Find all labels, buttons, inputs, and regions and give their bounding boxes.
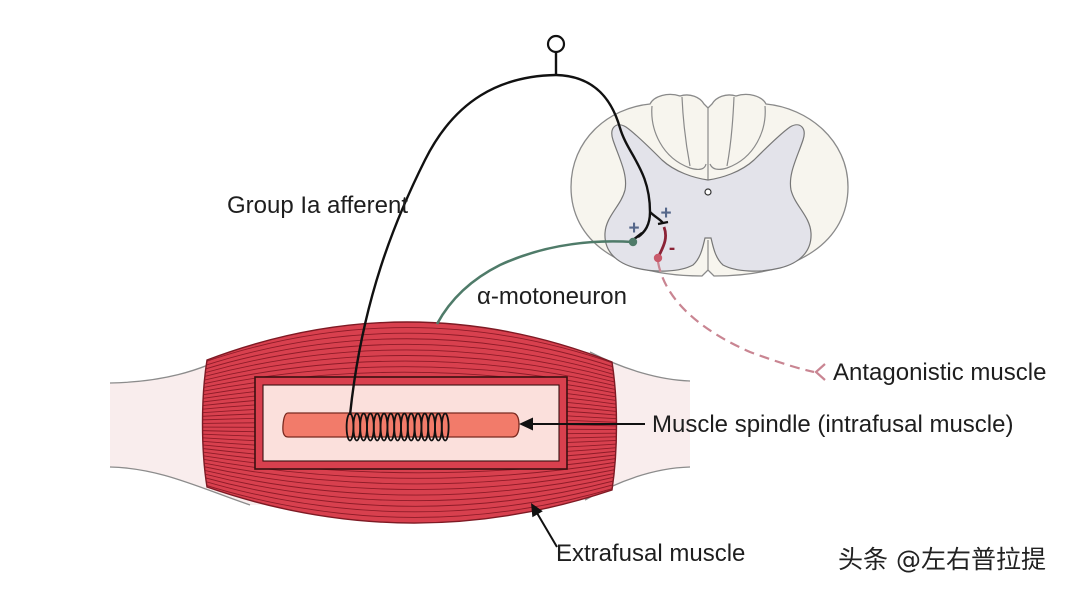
afferent-fiber-central: [555, 73, 652, 213]
dorsal-column-right: [709, 105, 766, 170]
excitatory-sign-motoneuron: +: [628, 218, 639, 239]
gray-matter: [604, 124, 812, 272]
label-muscle-spindle: Muscle spindle (intrafusal muscle): [652, 411, 1013, 438]
muscle-fiber: [202, 461, 617, 485]
muscle-fiber: [202, 355, 617, 384]
motoneuron-soma: [628, 237, 638, 247]
inhibitory-sign: -: [669, 238, 675, 259]
muscle-fiber: [202, 465, 617, 490]
antagonist-terminal: [814, 363, 826, 381]
coil-loop: [440, 412, 450, 442]
muscle-fiber: [202, 327, 617, 366]
extrafusal-arrow: [531, 503, 558, 548]
muscle-fiber: [202, 468, 617, 496]
muscle-outline: [201, 321, 618, 524]
label-antagonistic-muscle: Antagonistic muscle: [833, 359, 1046, 386]
alpha-motoneuron: [435, 237, 638, 325]
central-canal: [704, 188, 712, 196]
watermark: 头条 @左右普拉提: [838, 545, 1046, 574]
label-group-ia-afferent: Group Ia afferent: [227, 192, 408, 219]
afferent-terminal-interneuron: [649, 211, 669, 226]
label-alpha-motoneuron: α-motoneuron: [477, 283, 627, 310]
label-extrafusal-muscle: Extrafusal muscle: [556, 540, 745, 567]
interneuron-soma: [653, 253, 663, 263]
muscle-fiber: [202, 349, 617, 381]
motoneuron-axon: [435, 240, 634, 325]
muscle-fiber: [202, 475, 617, 507]
tendon-outline-bottom-left: [109, 466, 251, 506]
group-ia-afferent: [348, 34, 669, 416]
inhibitory-pathway: [653, 226, 826, 381]
muscle-fiber: [202, 332, 617, 370]
muscle-fiber: [202, 338, 617, 374]
dorsal-column-left-division: [681, 96, 691, 167]
antagonist-pathway: [656, 261, 815, 374]
muscle-fiber: [202, 343, 617, 377]
spinal-cord: [570, 93, 849, 277]
spindle-coil: [345, 412, 450, 442]
spindle-arrowhead: [519, 417, 533, 431]
afferent-cell-body: [546, 34, 566, 54]
afferent-fiber-peripheral: [348, 73, 557, 416]
dorsal-columns: [651, 96, 766, 180]
muscle-fiber: [202, 483, 617, 518]
muscle-fiber: [202, 472, 617, 502]
extrafusal-arrow-shaft: [536, 512, 558, 548]
muscle-fiber: [202, 360, 617, 388]
dorsal-column-left: [651, 105, 707, 170]
extrafusal-arrowhead: [531, 503, 543, 518]
spindle-arrow: [519, 417, 645, 431]
dorsal-column-right-division: [726, 96, 735, 167]
excitatory-sign-interneuron: +: [660, 203, 671, 224]
muscle-fiber: [202, 479, 617, 513]
